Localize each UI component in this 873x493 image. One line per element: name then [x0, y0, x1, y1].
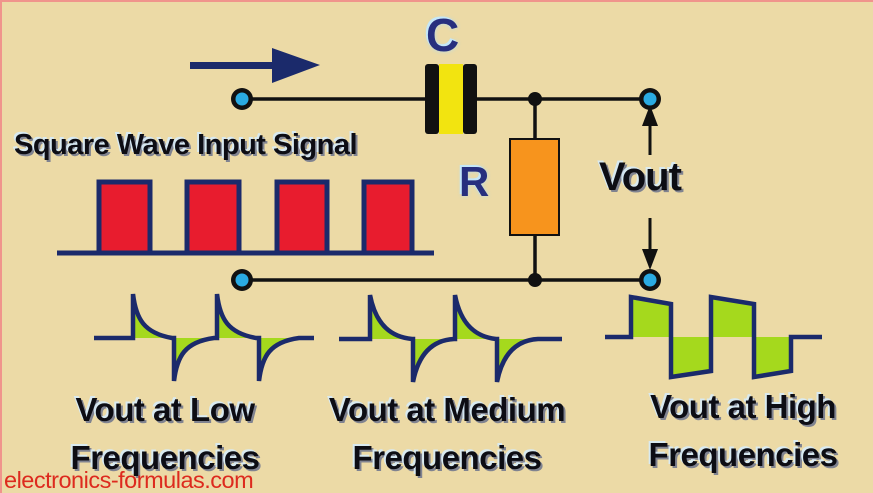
square-wave-input — [57, 179, 434, 256]
watermark-link[interactable]: electronics-formulas.com — [4, 467, 254, 493]
caption-low-line1: Vout at Low — [75, 391, 255, 428]
high-freq-waveform-fill — [631, 297, 791, 377]
output-bottom-terminal — [639, 269, 661, 291]
medium-freq-waveform-fill — [370, 295, 538, 382]
top-junction-dot — [528, 92, 542, 106]
resistor-label: R — [459, 158, 490, 205]
caption-medium-line1: Vout at Medium — [328, 391, 566, 428]
caption-medium-frequencies: Vout at Medium Frequencies — [307, 386, 587, 482]
caption-low-line2: Frequencies — [70, 439, 260, 476]
input-bottom-terminal — [231, 269, 253, 291]
caption-medium-line2: Frequencies — [352, 439, 542, 476]
vout-label: Vout — [599, 155, 682, 199]
vout-arrow-icon — [642, 105, 658, 270]
medium-freq-waveform-trace — [339, 294, 562, 383]
terminals — [231, 88, 661, 291]
flow-arrow-icon — [190, 48, 320, 83]
caption-high-line1: Vout at High — [650, 388, 836, 425]
capacitor-symbol — [425, 64, 477, 134]
input-signal-label: Square Wave Input Signal — [14, 129, 358, 161]
caption-high-line2: Frequencies — [648, 436, 838, 473]
input-top-terminal — [231, 88, 253, 110]
resistor-symbol — [509, 138, 560, 236]
caption-low-frequencies: Vout at Low Frequencies — [25, 386, 305, 482]
capacitor-label: C — [426, 9, 460, 61]
output-top-terminal — [639, 88, 661, 110]
caption-high-frequencies: Vout at High Frequencies — [603, 383, 873, 479]
low-freq-waveform-trace — [94, 293, 314, 382]
bottom-junction-dot — [528, 273, 542, 287]
high-freq-waveform-trace — [605, 294, 822, 380]
